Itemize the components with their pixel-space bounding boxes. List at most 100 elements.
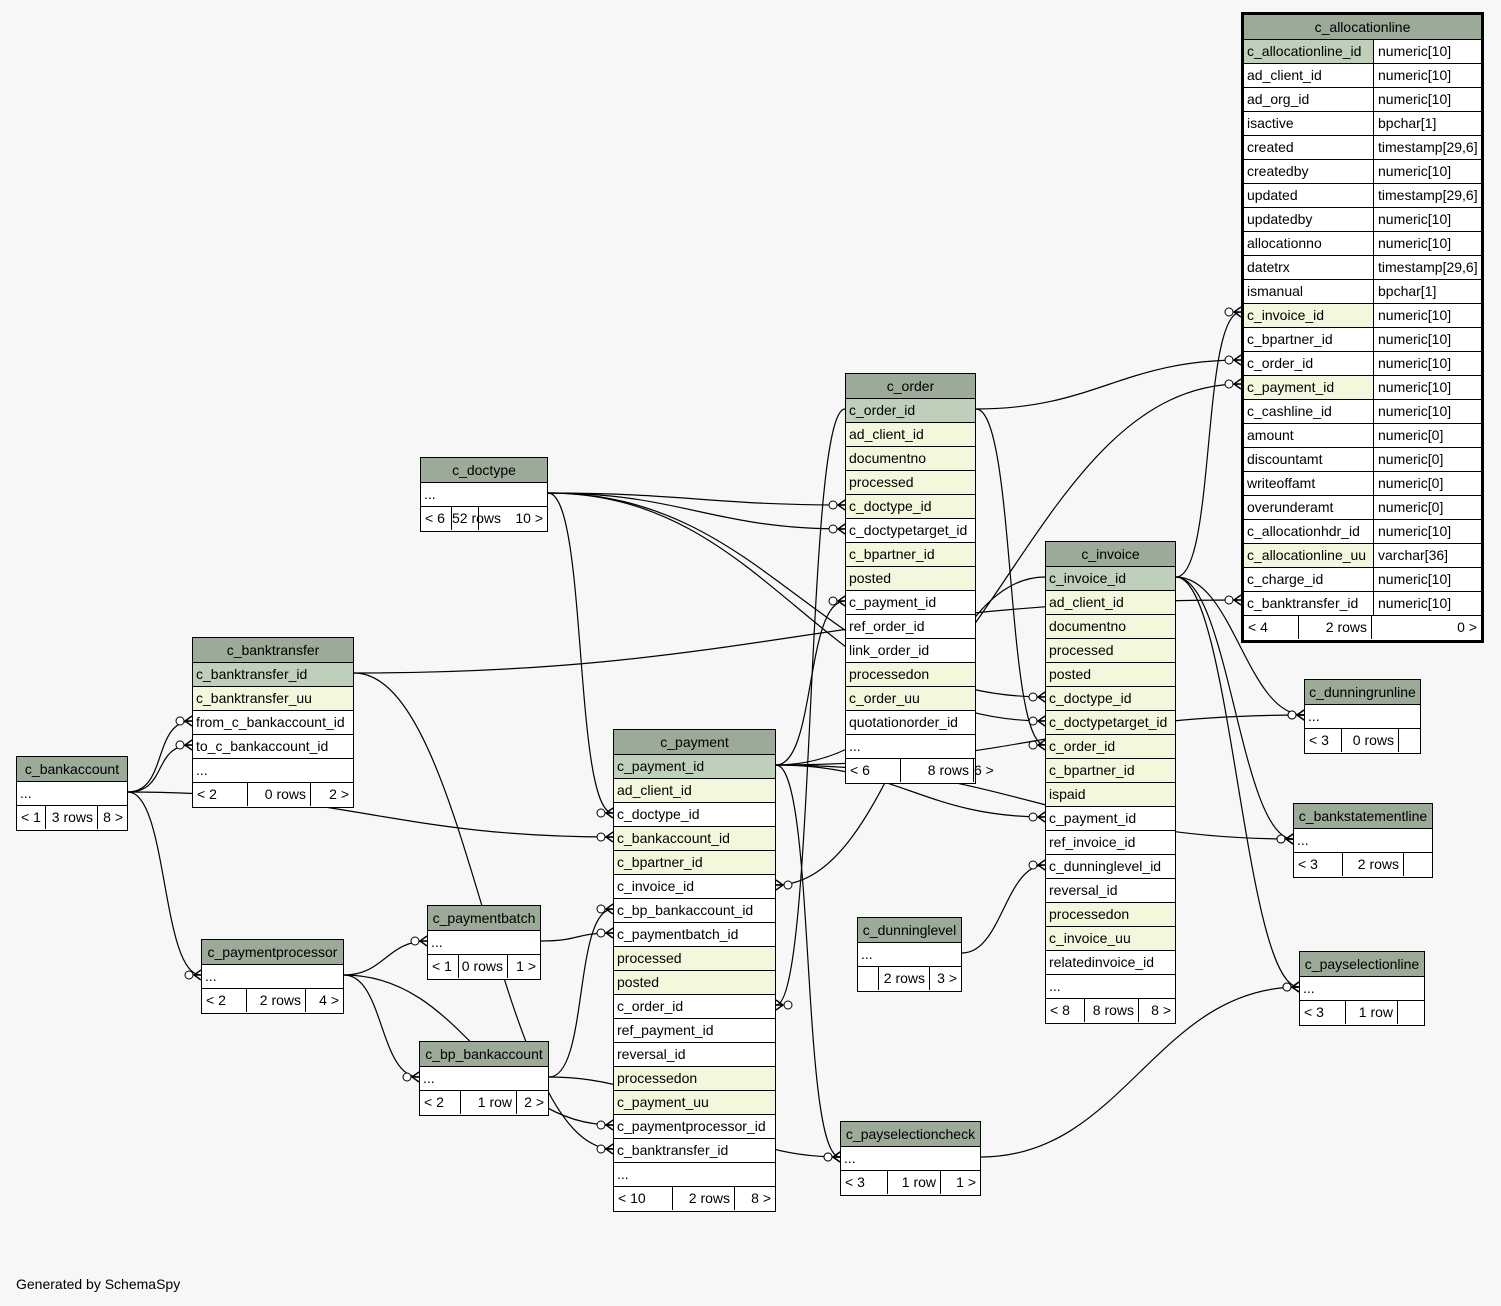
column-name: ad_client_id: [849, 426, 924, 442]
table-title[interactable]: c_doctype: [421, 458, 547, 483]
column-name: c_allocationline_id: [1247, 43, 1362, 59]
optional-marker: [596, 904, 606, 914]
parents-count[interactable]: < 10: [618, 1190, 646, 1206]
table-title[interactable]: c_bankstatementline: [1294, 804, 1432, 829]
parents-count[interactable]: < 1: [21, 809, 41, 825]
more-columns: ...: [841, 1147, 980, 1171]
relationship-edge: [127, 791, 202, 976]
table-title[interactable]: c_payment: [614, 730, 775, 755]
more-columns: ...: [428, 931, 540, 955]
column-type: numeric[10]: [1373, 328, 1481, 351]
table-title[interactable]: c_banktransfer: [193, 638, 353, 663]
optional-marker: [783, 1000, 793, 1010]
optional-marker: [1224, 379, 1234, 389]
parents-count[interactable]: < 3: [1309, 732, 1329, 748]
parents-count[interactable]: < 2: [424, 1094, 444, 1110]
table-title[interactable]: c_bp_bankaccount: [420, 1042, 548, 1067]
children-count[interactable]: 8 >: [751, 1190, 771, 1206]
column-c-payment-id: c_payment_id: [1046, 807, 1175, 831]
table-title[interactable]: c_order: [846, 374, 975, 399]
children-count[interactable]: 6 >: [974, 762, 994, 778]
children-count[interactable]: 1 >: [956, 1174, 976, 1190]
children-count[interactable]: 2 >: [329, 786, 349, 802]
column-name: c_payment_id: [617, 758, 705, 774]
children-count[interactable]: 8 >: [1151, 1002, 1171, 1018]
relationship-edge: [775, 764, 1046, 818]
table-title[interactable]: c_invoice: [1046, 542, 1175, 567]
column-name: c_doctype_id: [617, 806, 700, 822]
more-columns: ...: [846, 735, 975, 759]
column-name: c_bpartner_id: [1247, 331, 1333, 347]
column-name: posted: [1049, 666, 1092, 682]
more-columns: ...: [1046, 975, 1175, 999]
parents-count[interactable]: < 2: [206, 992, 226, 1008]
table-title[interactable]: c_dunningrunline: [1305, 680, 1420, 705]
column-c-order-id: c_order_id: [614, 995, 775, 1019]
children-count[interactable]: 2 >: [524, 1094, 544, 1110]
children-count[interactable]: [1404, 853, 1432, 876]
table-title[interactable]: c_dunninglevel: [858, 918, 961, 943]
crows-foot-marker: [604, 927, 614, 939]
table-title[interactable]: c_bankaccount: [17, 757, 127, 782]
table-title[interactable]: c_paymentbatch: [428, 906, 540, 931]
parents-count[interactable]: < 3: [845, 1174, 865, 1190]
parents-count[interactable]: < 3: [1304, 1004, 1324, 1020]
parents-count[interactable]: < 3: [1298, 856, 1318, 872]
table-title[interactable]: c_payselectionline: [1300, 952, 1424, 977]
children-count[interactable]: 1 >: [516, 958, 536, 974]
column-name: processedon: [617, 1070, 698, 1086]
parents-count[interactable]: < 1: [432, 958, 452, 974]
column-name: ref_order_id: [849, 618, 925, 634]
relationship-edge: [775, 764, 841, 1158]
table-title[interactable]: c_allocationline: [1244, 15, 1481, 40]
crows-foot-marker: [836, 499, 846, 511]
parents-count[interactable]: [858, 967, 878, 990]
parents-count[interactable]: < 4: [1248, 619, 1268, 635]
column-name: ...: [423, 1070, 435, 1086]
column-c-invoice-id: c_invoice_id: [614, 875, 775, 899]
parents-count[interactable]: < 6: [850, 762, 870, 778]
children-count[interactable]: 4 >: [319, 992, 339, 1008]
column-c-banktransfer-uu: c_banktransfer_uu: [193, 687, 353, 711]
children-count[interactable]: 0 >: [1457, 619, 1477, 635]
column-ref-invoice-id: ref_invoice_id: [1046, 831, 1175, 855]
children-count[interactable]: 3 >: [937, 970, 957, 986]
children-count[interactable]: 8 >: [103, 809, 123, 825]
column-name: c_payment_id: [1247, 379, 1335, 395]
table-title[interactable]: c_payselectioncheck: [841, 1122, 980, 1147]
children-count[interactable]: [1399, 729, 1420, 752]
crows-foot-marker: [1232, 378, 1242, 390]
column-name: processedon: [849, 666, 930, 682]
children-count[interactable]: 10 >: [515, 510, 543, 526]
optional-marker: [596, 928, 606, 938]
crows-foot-marker: [1232, 354, 1242, 366]
parents-count[interactable]: < 6: [425, 510, 445, 526]
children-count[interactable]: [1398, 1001, 1424, 1024]
column-c-dunninglevel-id: c_dunninglevel_id: [1046, 855, 1175, 879]
more-columns: ...: [1305, 705, 1420, 729]
parents-count[interactable]: < 8: [1050, 1002, 1070, 1018]
parents-count[interactable]: < 2: [197, 786, 217, 802]
table-title[interactable]: c_paymentprocessor: [202, 940, 343, 965]
column-name: processed: [1049, 642, 1114, 658]
